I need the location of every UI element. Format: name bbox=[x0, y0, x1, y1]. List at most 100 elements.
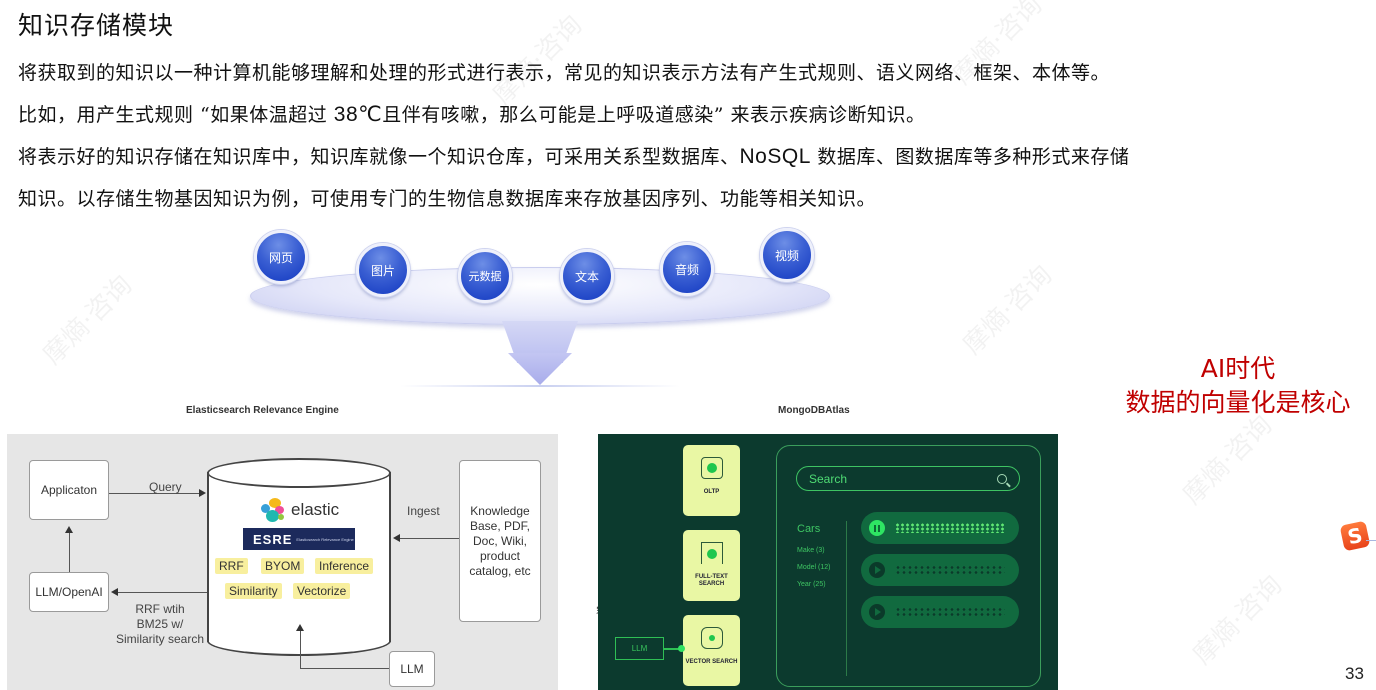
vector-label: VECTOR SEARCH bbox=[685, 659, 738, 665]
paragraph-2: 比如，用产生式规则 “如果体温超过 38℃且伴有咳嗽，那么可能是上呼吸道感染” … bbox=[18, 100, 926, 127]
data-sources-funnel: 网页 图片 元数据 文本 音频 视频 bbox=[240, 225, 840, 390]
arrow-down-icon bbox=[508, 353, 572, 385]
paragraph-1: 将获取到的知识以一种计算机能够理解和处理的形式进行表示，常见的知识表示方法有产生… bbox=[18, 62, 1111, 84]
annotation-line-2: 数据的向量化是核心 bbox=[1125, 388, 1351, 417]
mongo-caption: MongoDBAtlas bbox=[778, 405, 850, 416]
database-icon bbox=[700, 457, 723, 479]
elastic-logo-icon bbox=[261, 498, 285, 522]
elastic-caption: Elasticsearch Relevance Engine bbox=[186, 405, 339, 416]
waveform-icon bbox=[895, 607, 1005, 617]
paragraph-4: 知识。以存储生物基因知识为例，可使用专门的生物信息数据库来存放基因序列、功能等相… bbox=[18, 188, 877, 210]
llm-openai-box: LLM/OpenAI bbox=[29, 572, 109, 612]
audio-result-1[interactable] bbox=[861, 512, 1019, 544]
sources-line-3: Doc, Wiki, bbox=[473, 533, 527, 548]
rrf-label: RRF wtih BM25 w/ Similarity search bbox=[105, 602, 215, 647]
mongodb-diagram: OLTP FULL-TEXT SEARCH VECTOR SEARCH LLM … bbox=[598, 434, 1058, 690]
arrow-up-icon bbox=[65, 526, 73, 533]
page-number: 33 bbox=[1345, 664, 1364, 683]
annotation-line-1: AI时代 bbox=[1200, 354, 1276, 383]
chip-inference: Inference bbox=[315, 558, 374, 574]
paragraph-3: 将表示好的知识存储在知识库中，知识库就像一个知识仓库，可采用关系型数据库、NoS… bbox=[18, 142, 1129, 169]
chip-byom: BYOM bbox=[261, 558, 305, 574]
connector-dot bbox=[678, 645, 685, 652]
up-line bbox=[69, 532, 70, 572]
sources-line-5: catalog, etc bbox=[469, 563, 531, 578]
funnel-base-line bbox=[400, 385, 680, 387]
query-label: Query bbox=[149, 480, 182, 494]
oltp-card: OLTP bbox=[683, 445, 740, 516]
sogou-ime-icon[interactable]: S bbox=[1339, 520, 1371, 552]
watermark: 摩熵·咨询 bbox=[1177, 409, 1279, 511]
facet-year[interactable]: Year (25) bbox=[797, 581, 826, 588]
mongo-search-input[interactable]: Search bbox=[796, 466, 1020, 491]
rrf-label-line-3: Similarity search bbox=[115, 632, 205, 646]
elastic-logo: elastic bbox=[261, 498, 339, 522]
mongo-llm-box: LLM bbox=[615, 637, 664, 660]
funnel-disc bbox=[250, 267, 830, 325]
search-placeholder: Search bbox=[809, 471, 848, 486]
llm-line-v bbox=[300, 630, 301, 668]
sources-line-4: product bbox=[479, 548, 521, 563]
slide-title: 知识存储模块 bbox=[18, 11, 175, 40]
elastic-diagram: Applicaton Query LLM/OpenAI RRF wtih BM2… bbox=[7, 434, 558, 690]
waveform-icon bbox=[895, 523, 1005, 533]
watermark: 摩熵·咨询 bbox=[1187, 569, 1289, 671]
search-ui-frame: Search Cars Make (3) Model (12) Year (25… bbox=[776, 445, 1041, 687]
query-line bbox=[109, 493, 201, 494]
elastic-brand: elastic bbox=[291, 500, 340, 519]
source-text: 文本 bbox=[560, 249, 614, 303]
paragraph-2-post: 且伴有咳嗽，那么可能是上呼吸道感染” 来表示疾病诊断知识。 bbox=[382, 104, 926, 126]
pause-icon[interactable] bbox=[869, 520, 885, 536]
chip-similarity: Similarity bbox=[225, 583, 282, 599]
esre-badge: ESRE Elasticsearch Relevance Engine bbox=[243, 528, 355, 550]
source-webpage: 网页 bbox=[254, 230, 308, 284]
waveform-icon bbox=[895, 565, 1005, 575]
source-image: 图片 bbox=[356, 243, 410, 297]
temperature-value: 38℃ bbox=[333, 103, 383, 126]
sources-line-1: Knowledge bbox=[470, 503, 530, 518]
llm-connector bbox=[664, 648, 681, 650]
facet-model[interactable]: Model (12) bbox=[797, 564, 831, 571]
chip-rrf: RRF bbox=[215, 558, 248, 574]
source-audio: 音频 bbox=[660, 242, 714, 296]
knowledge-sources-box: Knowledge Base, PDF, Doc, Wiki, product … bbox=[459, 460, 541, 622]
rrf-label-line-1: RRF wtih bbox=[135, 602, 185, 616]
paragraph-3-pre: 将表示好的知识存储在知识库中，知识库就像一个知识仓库，可采用关系型数据库、 bbox=[18, 146, 740, 168]
rrf-label-line-2: BM25 w/ bbox=[136, 617, 184, 631]
arrow-left-icon bbox=[393, 534, 400, 542]
ingest-line bbox=[399, 538, 459, 539]
sources-line-2: Base, PDF, bbox=[469, 518, 531, 533]
watermark: 摩熵·咨询 bbox=[37, 269, 139, 371]
source-metadata: 元数据 bbox=[458, 249, 512, 303]
source-video: 视频 bbox=[760, 228, 814, 282]
play-icon[interactable] bbox=[869, 604, 885, 620]
arrow-up-icon bbox=[296, 624, 304, 631]
llm-box: LLM bbox=[389, 651, 435, 687]
play-icon[interactable] bbox=[869, 562, 885, 578]
esre-cylinder: elastic ESRE Elasticsearch Relevance Eng… bbox=[207, 458, 391, 656]
vector-cluster-icon bbox=[700, 627, 723, 649]
audio-result-2[interactable] bbox=[861, 554, 1019, 586]
chip-vectorize: Vectorize bbox=[293, 583, 351, 599]
paragraph-2-pre: 比如，用产生式规则 “如果体温超过 bbox=[18, 104, 334, 126]
esre-sublabel: Elasticsearch Relevance Engine bbox=[296, 536, 354, 542]
facet-make[interactable]: Make (3) bbox=[797, 547, 825, 554]
fulltext-card: FULL-TEXT SEARCH bbox=[683, 530, 740, 601]
ai-era-annotation: AI时代 数据的向量化是核心 bbox=[1100, 352, 1376, 420]
facet-title: Cars bbox=[797, 523, 821, 535]
nosql-term: NoSQL bbox=[739, 145, 811, 168]
arrow-left-icon bbox=[111, 588, 118, 596]
watermark: 摩熵·咨询 bbox=[957, 259, 1059, 361]
search-icon[interactable] bbox=[997, 473, 1007, 484]
ingest-label: Ingest bbox=[407, 504, 440, 518]
fulltext-label: FULL-TEXT SEARCH bbox=[695, 574, 728, 587]
paragraph-3-post: 数据库、图数据库等多种形式来存储 bbox=[810, 146, 1130, 168]
arrow-right-icon bbox=[199, 489, 206, 497]
ime-toolbar-edge bbox=[1366, 540, 1376, 541]
facet-divider bbox=[846, 521, 847, 676]
result-line bbox=[117, 592, 209, 593]
llm-line-h bbox=[300, 668, 389, 669]
text-search-icon bbox=[700, 542, 723, 564]
vector-card: VECTOR SEARCH bbox=[683, 615, 740, 686]
audio-result-3[interactable] bbox=[861, 596, 1019, 628]
